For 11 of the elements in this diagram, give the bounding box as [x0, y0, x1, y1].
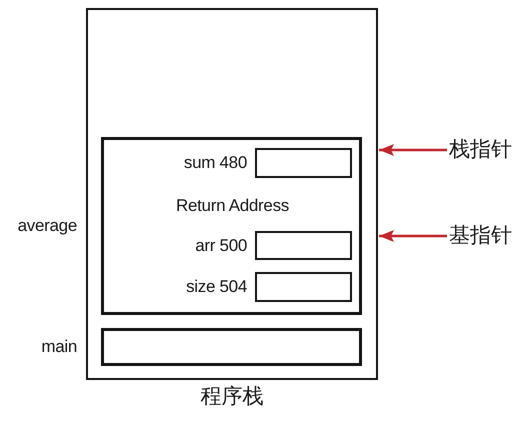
pointer-label: 基指针 [449, 223, 521, 249]
frame-label: main [41, 336, 77, 358]
frame-label: average [18, 216, 77, 236]
stack-caption: 程序栈 [200, 384, 264, 410]
variable-label: sum 480 [184, 152, 247, 174]
arrow [379, 144, 447, 156]
pointer-label: 栈指针 [449, 137, 521, 163]
arrow [379, 230, 447, 242]
variable-label: size 504 [186, 276, 247, 298]
variable-label: arr 500 [195, 235, 247, 256]
return-address-label: Return Address [175, 195, 290, 217]
